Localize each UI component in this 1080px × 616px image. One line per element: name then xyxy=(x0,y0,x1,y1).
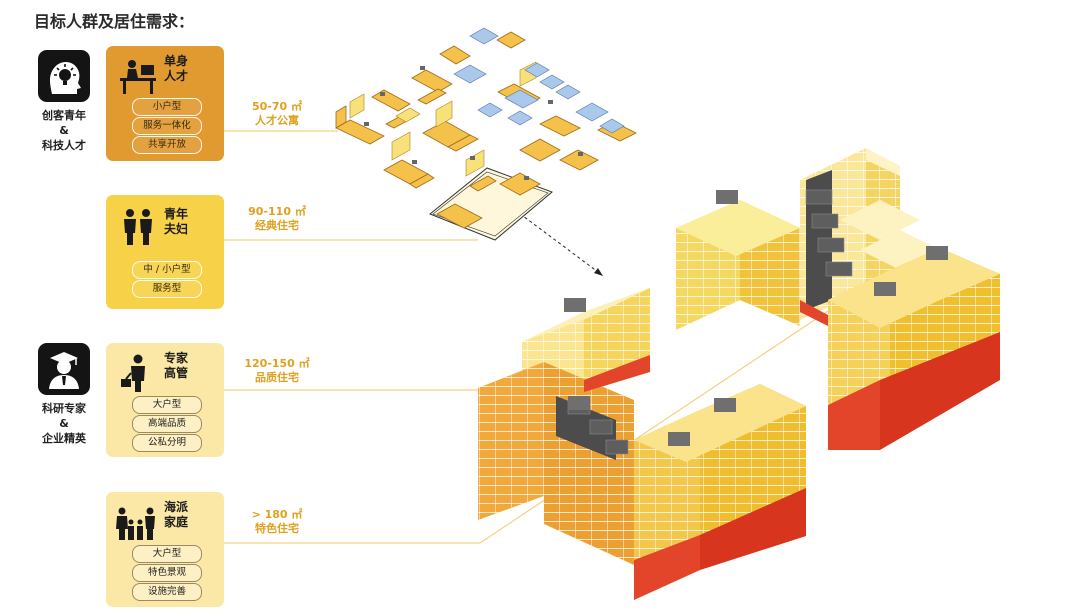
family-icon xyxy=(116,507,155,540)
tag-shared-open: 共享开放 xyxy=(132,136,202,154)
card-title-line: 高管 xyxy=(164,366,189,380)
building-right xyxy=(828,246,1000,450)
card-title-line: 海派 xyxy=(164,500,189,514)
card-title-line: 夫妇 xyxy=(164,222,189,236)
tag-large-unit: 大户型 xyxy=(132,396,202,414)
tag-medium-small-unit: 中 / 小户型 xyxy=(132,261,202,279)
lightbulb-head-icon xyxy=(38,50,90,102)
card-title: 专家 高管 xyxy=(164,351,188,381)
card-young-couple: 青年 夫妇 中 / 小户型 服务型 xyxy=(106,195,224,309)
page-title: 目标人群及居住需求： xyxy=(34,12,195,31)
card-single-talent: 单身 人才 小户型 服务一体化 共享开放 xyxy=(106,46,224,161)
area-range: 90-110 ㎡ xyxy=(248,205,306,218)
group-line: & xyxy=(59,417,69,430)
building-back xyxy=(676,148,940,340)
area-type: 经典住宅 xyxy=(255,219,299,232)
tag-facilities: 设施完善 xyxy=(132,583,202,601)
card-expert-executive: 专家 高管 大户型 高端品质 公私分明 xyxy=(106,343,224,457)
desk-worker-icon xyxy=(120,60,156,94)
area-type: 特色住宅 xyxy=(255,522,299,535)
tag-integrated-service: 服务一体化 xyxy=(132,117,202,135)
area-type: 品质住宅 xyxy=(255,371,299,384)
card-shanghai-family: 海派 家庭 大户型 特色景观 设施完善 xyxy=(106,492,224,607)
card-title-line: 专家 xyxy=(164,351,189,365)
card-title: 青年 夫妇 xyxy=(164,207,188,237)
group-label-young-talent: 创客青年 & 科技人才 xyxy=(22,108,106,153)
area-range: > 180 ㎡ xyxy=(251,508,303,521)
connector-lines xyxy=(224,130,841,544)
couple-icon xyxy=(124,209,152,245)
group-line: 企业精英 xyxy=(42,432,86,445)
card-title: 海派 家庭 xyxy=(164,500,188,530)
group-line: 创客青年 xyxy=(42,109,86,122)
area-range: 50-70 ㎡ xyxy=(251,100,302,113)
card-title: 单身 人才 xyxy=(164,54,188,84)
card-title-line: 人才 xyxy=(164,69,189,83)
area-label-talent-apartment: 50-70 ㎡ 人才公寓 xyxy=(232,100,322,128)
businessman-icon xyxy=(121,354,145,392)
site-plan xyxy=(335,27,637,241)
tag-small-unit: 小户型 xyxy=(132,98,202,116)
tag-service-type: 服务型 xyxy=(132,280,202,298)
tag-high-end-quality: 高端品质 xyxy=(132,415,202,433)
group-label-expert-elite: 科研专家 & 企业精英 xyxy=(22,401,106,446)
area-type: 人才公寓 xyxy=(255,114,299,127)
card-title-line: 青年 xyxy=(164,207,189,221)
area-label-quality-housing: 120-150 ㎡ 品质住宅 xyxy=(232,357,322,385)
tag-landscape: 特色景观 xyxy=(132,564,202,582)
building-front-left xyxy=(478,288,806,600)
area-label-classic-housing: 90-110 ㎡ 经典住宅 xyxy=(232,205,322,233)
graduate-avatar-icon xyxy=(38,343,90,395)
dashed-arrow xyxy=(514,209,603,276)
area-label-featured-housing: > 180 ㎡ 特色住宅 xyxy=(232,508,322,536)
card-title-line: 单身 xyxy=(164,54,189,68)
area-range: 120-150 ㎡ xyxy=(244,357,310,370)
group-line: 科技人才 xyxy=(42,139,86,152)
group-line: 科研专家 xyxy=(42,402,86,415)
tag-large-unit: 大户型 xyxy=(132,545,202,563)
tag-public-private: 公私分明 xyxy=(132,434,202,452)
card-title-line: 家庭 xyxy=(164,515,189,529)
group-line: & xyxy=(59,124,69,137)
